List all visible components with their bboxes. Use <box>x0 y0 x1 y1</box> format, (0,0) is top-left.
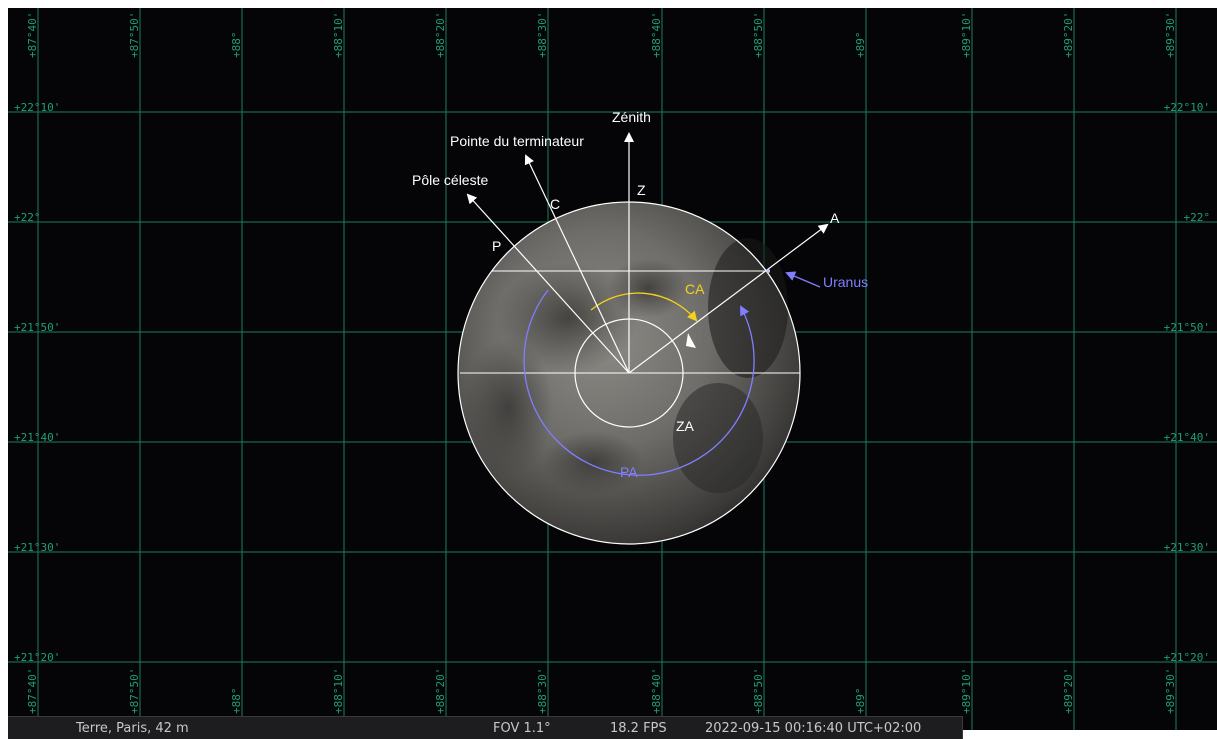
uranus-marker[interactable] <box>766 269 770 273</box>
ra-label-bottom: +88°20' <box>434 668 447 714</box>
dec-label-right: +22°10' <box>1164 101 1210 114</box>
a-vector <box>628 223 829 374</box>
dec-label-left: +21°30' <box>14 541 60 554</box>
p-label: P <box>492 238 501 254</box>
terminator-vector <box>524 154 630 374</box>
ra-label-bottom: +89°20' <box>1062 668 1075 714</box>
sky-canvas[interactable]: +22°10' +22° +21°50' +21°40' +21°30' +21… <box>8 8 1217 730</box>
ra-label-top: +87°50' <box>128 12 141 58</box>
pa-arc <box>523 289 755 476</box>
pa-label: PA <box>620 464 638 480</box>
sky-view[interactable]: +22°10' +22° +21°50' +21°40' +21°30' +21… <box>8 8 1217 730</box>
ra-label-bottom: +89° <box>854 688 867 715</box>
ra-label-bottom: +87°40' <box>26 668 39 714</box>
pole-vector <box>466 193 630 374</box>
ra-label-bottom: +88°40' <box>650 668 663 714</box>
dec-label-left: +21°50' <box>14 321 60 334</box>
a-label: A <box>830 210 840 226</box>
ra-label-bottom: +89°10' <box>960 668 973 714</box>
ra-label-top: +89°20' <box>1062 12 1075 58</box>
ra-label-top: +88° <box>230 32 243 59</box>
zenith-label: Zénith <box>612 109 651 125</box>
c-label: C <box>550 196 560 212</box>
ra-label-bottom: +89°30' <box>1164 668 1177 714</box>
dec-label-right: +22° <box>1184 211 1211 224</box>
ra-label-top: +88°40' <box>650 12 663 58</box>
dec-label-right: +21°30' <box>1164 541 1210 554</box>
z-label: Z <box>637 182 646 198</box>
dec-label-left: +21°40' <box>14 431 60 444</box>
uranus-pointer <box>785 271 821 288</box>
ra-label-top: +87°40' <box>26 12 39 58</box>
ca-arc <box>590 292 698 322</box>
ra-label-top: +88°50' <box>752 12 765 58</box>
ra-label-top: +88°30' <box>536 12 549 58</box>
dec-label-right: +21°50' <box>1164 321 1210 334</box>
ra-label-bottom: +88°50' <box>752 668 765 714</box>
za-arrowhead-icon <box>686 333 696 348</box>
dec-label-right: +21°40' <box>1164 431 1210 444</box>
fps-text: 18.2 FPS <box>610 721 667 736</box>
location-text[interactable]: Terre, Paris, 42 m <box>76 721 189 736</box>
status-bar: Terre, Paris, 42 m FOV 1.1° 18.2 FPS 202… <box>8 716 963 739</box>
dec-label-left: +22°10' <box>14 101 60 114</box>
ra-label-bottom: +88°30' <box>536 668 549 714</box>
uranus-label: Uranus <box>823 274 868 290</box>
datetime-text[interactable]: 2022-09-15 00:16:40 UTC+02:00 <box>705 721 922 736</box>
ra-label-top: +88°10' <box>332 12 345 58</box>
dec-label-right: +21°20' <box>1164 651 1210 664</box>
pole-label: Pôle céleste <box>412 172 488 188</box>
ra-label-bottom: +88° <box>230 688 243 715</box>
terminator-label: Pointe du terminateur <box>450 133 584 149</box>
dec-label-left: +22° <box>14 211 41 224</box>
ra-label-bottom: +88°10' <box>332 668 345 714</box>
ra-label-top: +88°20' <box>434 12 447 58</box>
ra-label-top: +89°10' <box>960 12 973 58</box>
ca-label: CA <box>685 281 705 297</box>
ra-label-top: +89° <box>854 32 867 59</box>
za-label: ZA <box>676 418 695 434</box>
ra-label-top: +89°30' <box>1164 12 1177 58</box>
fov-text: FOV 1.1° <box>493 721 551 736</box>
dec-label-left: +21°20' <box>14 651 60 664</box>
ra-label-bottom: +87°50' <box>128 668 141 714</box>
